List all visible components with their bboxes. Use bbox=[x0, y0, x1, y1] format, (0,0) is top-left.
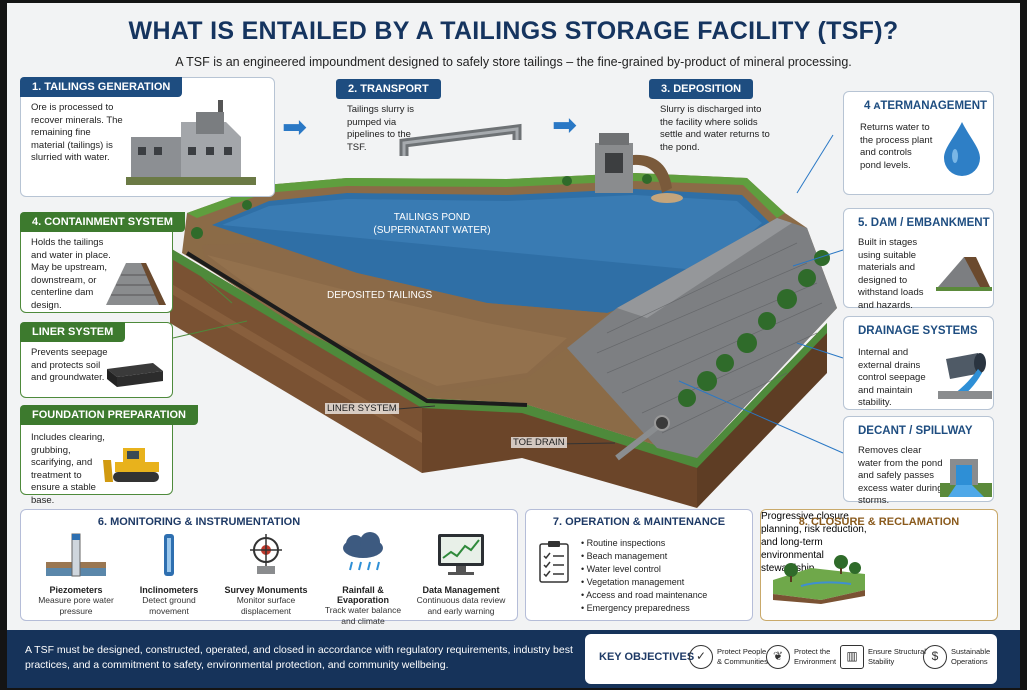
objective-line2: Environment bbox=[794, 657, 837, 666]
monitoring-item-name: Piezometers bbox=[49, 585, 103, 595]
embankment-icon bbox=[936, 257, 992, 291]
card-text: Holds the tailings and water in place. M… bbox=[31, 237, 111, 311]
card-transport: 2. TRANSPORT Tailings slurry is pumped v… bbox=[336, 79, 457, 153]
leaf-icon: ❦ bbox=[766, 645, 790, 669]
monitoring-item-name: Data Management bbox=[422, 585, 500, 595]
inclinometer-icon bbox=[164, 534, 174, 576]
label-liner-system: LINER SYSTEM bbox=[325, 403, 399, 414]
infographic: WHAT IS ENTAILED BY A TAILINGS STORAGE F… bbox=[7, 3, 1020, 688]
panel-title: 7. OPERATION & MAINTENANCE bbox=[552, 516, 726, 528]
label-toe-drain: TOE DRAIN bbox=[511, 437, 567, 448]
rain-cloud-icon bbox=[343, 532, 383, 571]
card-title: FOUNDATION PREPARATION bbox=[20, 405, 198, 425]
card-deposition: 3. DEPOSITION Slurry is discharged into … bbox=[649, 79, 790, 160]
card-text: Internal and external drains control see… bbox=[858, 347, 926, 408]
monitoring-item-name: Rainfall & Evaporation bbox=[336, 585, 389, 605]
card-water-management: 4 ᴀTERMANAGEMENT Returns water to the pr… bbox=[843, 91, 994, 195]
list-item: Routine inspections bbox=[581, 537, 707, 550]
building-icon: ▥ bbox=[840, 645, 864, 669]
key-objectives: KEY OBJECTIVES ✓ Protect People& Communi… bbox=[585, 634, 997, 684]
monitoring-item: Inclinometers Detect ground movement bbox=[124, 532, 214, 616]
monitoring-item: Piezometers Measure pore water pressure bbox=[31, 532, 121, 616]
objective-line2: & Communities bbox=[717, 657, 768, 666]
list-item: Vegetation management bbox=[581, 576, 707, 589]
card-title: LINER SYSTEM bbox=[20, 322, 126, 342]
operation-list: Routine inspections Beach management Wat… bbox=[581, 537, 707, 615]
objective-line1: Protect People bbox=[717, 647, 767, 656]
card-foundation-preparation: FOUNDATION PREPARATION Includes clearing… bbox=[20, 405, 198, 506]
card-decant-spillway: DECANT / SPILLWAY Removes clear water fr… bbox=[843, 416, 994, 506]
card-text: Tailings slurry is pumped via pipelines … bbox=[347, 104, 415, 153]
card-tailings-generation: 1. TAILINGS GENERATION Ore is processed … bbox=[20, 77, 275, 197]
water-drop-icon bbox=[944, 122, 980, 176]
list-item: Beach management bbox=[581, 550, 707, 563]
processing-plant-icon bbox=[126, 100, 256, 185]
monitoring-item: Data Management Continuous data review a… bbox=[416, 532, 506, 616]
monitoring-item: Rainfall & Evaporation Track water balan… bbox=[318, 532, 408, 626]
page-subtitle: A TSF is an engineered impoundment desig… bbox=[175, 55, 852, 69]
panel-monitoring-instrumentation: 6. MONITORING & INSTRUMENTATION Piezomet… bbox=[20, 509, 518, 626]
card-text: Removes clear water from the pond and sa… bbox=[858, 445, 943, 506]
monitoring-item-desc: Detect ground movement bbox=[142, 595, 196, 616]
card-title: 5. DAM / EMBANKMENT bbox=[858, 217, 990, 229]
card-dam-embankment: 5. DAM / EMBANKMENT Built in stages usin… bbox=[843, 208, 994, 311]
liner-layer-icon bbox=[107, 363, 163, 387]
list-item: Access and road maintenance bbox=[581, 589, 707, 602]
card-containment-system: 4. CONTAINMENT SYSTEM Holds the tailings… bbox=[20, 212, 185, 313]
card-text: Returns water to the process plant and c… bbox=[860, 122, 933, 171]
objective-line1: Protect the bbox=[794, 647, 831, 656]
monitoring-item-desc: Track water balance and climate bbox=[324, 605, 402, 626]
objective-line1: Sustainable bbox=[951, 647, 991, 656]
panel-title: 8. CLOSURE & RECLAMATION bbox=[798, 516, 960, 528]
monitoring-item-desc: Measure pore water pressure bbox=[38, 595, 114, 616]
arrow-right-icon: ➡ bbox=[552, 109, 578, 142]
monitoring-item-name: Inclinometers bbox=[139, 585, 199, 595]
card-text: Built in stages using suitable materials… bbox=[858, 237, 924, 311]
drain-pipe-icon bbox=[938, 353, 992, 399]
panel-title: 6. MONITORING & INSTRUMENTATION bbox=[97, 516, 301, 528]
monitoring-item: Survey Monuments Monitor surface displac… bbox=[221, 532, 311, 616]
monitoring-item-name: Survey Monuments bbox=[224, 585, 308, 595]
objective-line2: Stability bbox=[868, 657, 895, 666]
monitor-chart-icon bbox=[438, 534, 484, 575]
card-title: DECANT / SPILLWAY bbox=[858, 425, 973, 437]
bulldozer-icon bbox=[103, 448, 159, 482]
spillway-icon bbox=[940, 459, 992, 497]
card-liner-system: LINER SYSTEM Prevents seepage and protec… bbox=[20, 322, 173, 398]
list-item: Emergency preparedness bbox=[581, 602, 707, 615]
card-title: 4 ᴀTERMANAGEMENT bbox=[864, 100, 988, 112]
survey-monument-icon bbox=[250, 534, 282, 574]
objective-line2: Operations bbox=[951, 657, 988, 666]
arrow-right-icon: ➡ bbox=[282, 111, 308, 144]
monitoring-item-desc: Monitor surface displacement bbox=[236, 595, 296, 616]
card-text: Prevents seepage and protects soil and g… bbox=[31, 347, 108, 383]
piezometer-icon bbox=[46, 533, 106, 577]
list-item: Water level control bbox=[581, 563, 707, 576]
card-drainage-systems: DRAINAGE SYSTEMS Internal and external d… bbox=[843, 316, 994, 410]
key-objectives-title: KEY OBJECTIVES bbox=[599, 651, 695, 663]
shield-check-icon: ✓ bbox=[689, 645, 713, 669]
tsf-cutaway-diagram bbox=[170, 123, 844, 508]
card-title: 3. DEPOSITION bbox=[649, 79, 754, 99]
card-title: 2. TRANSPORT bbox=[336, 79, 441, 99]
panel-closure-reclamation: 8. CLOSURE & RECLAMATION Progressive clo… bbox=[760, 509, 998, 621]
card-text: Slurry is discharged into the facility w… bbox=[660, 104, 770, 153]
panel-operation-maintenance: 7. OPERATION & MAINTENANCE Routine inspe… bbox=[525, 509, 753, 621]
card-text: Includes clearing, grubbing, scarifying,… bbox=[31, 432, 105, 506]
monitoring-item-desc: Continuous data review and early warning bbox=[416, 595, 506, 616]
card-title: 4. CONTAINMENT SYSTEM bbox=[20, 212, 185, 232]
objective-line1: Ensure Structural bbox=[868, 647, 926, 656]
card-title: 1. TAILINGS GENERATION bbox=[20, 77, 183, 97]
card-text: Ore is processed to recover minerals. Th… bbox=[31, 102, 123, 163]
card-title: DRAINAGE SYSTEMS bbox=[858, 325, 978, 337]
dollar-icon: $ bbox=[923, 645, 947, 669]
page-title: WHAT IS ENTAILED BY A TAILINGS STORAGE F… bbox=[128, 17, 899, 45]
dam-section-icon bbox=[106, 263, 166, 305]
footer-text: A TSF must be designed, constructed, ope… bbox=[25, 644, 573, 671]
checklist-icon bbox=[539, 541, 569, 583]
reclaimed-land-icon bbox=[773, 555, 865, 604]
label-deposited-tailings: DEPOSITED TAILINGS bbox=[327, 290, 433, 301]
label-tailings-pond: TAILINGS POND (SUPERNATANT WATER) bbox=[373, 212, 491, 236]
